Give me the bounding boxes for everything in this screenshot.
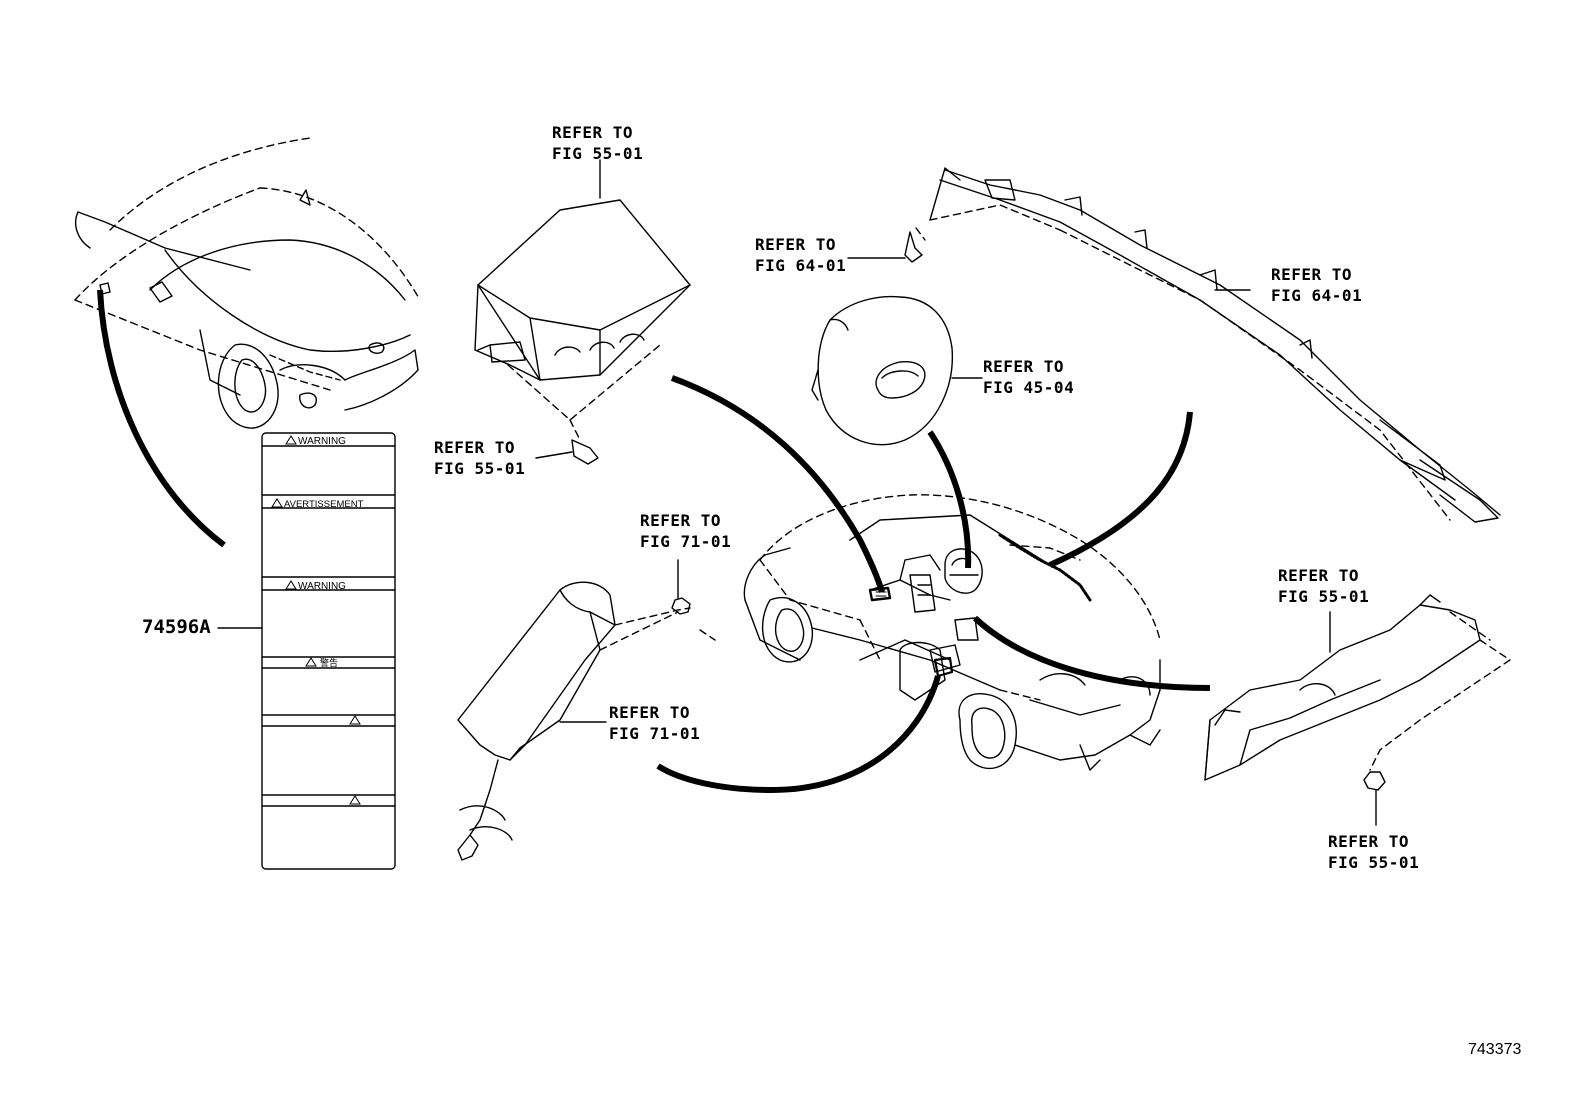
refer-ecu-top-line2: FIG 55-01	[552, 144, 644, 163]
refer-side-nut-line1: REFER TO	[640, 511, 722, 530]
knee-airbag-assembly	[1204, 594, 1511, 826]
refer-steering-pad-line2: FIG 45-04	[983, 378, 1075, 397]
refer-ecu-top[interactable]: REFER TO FIG 55-01	[552, 122, 643, 164]
refer-curtain-bolt-line1: REFER TO	[755, 235, 837, 254]
caution-label-sheet	[217, 432, 396, 870]
callout-arcs	[97, 289, 1211, 794]
steering-wheel-pad	[811, 295, 983, 446]
refer-ecu-bolt-line1: REFER TO	[434, 438, 516, 457]
center-car-view	[699, 494, 1161, 771]
refer-curtain-airbag-line1: REFER TO	[1271, 265, 1353, 284]
curtain-shield-airbag	[847, 167, 1501, 523]
refer-curtain-airbag[interactable]: REFER TO FIG 64-01	[1271, 264, 1362, 306]
refer-knee-airbag[interactable]: REFER TO FIG 55-01	[1278, 565, 1369, 607]
front-seat-side-airbag	[457, 559, 691, 861]
refer-side-nut-line2: FIG 71-01	[640, 532, 732, 551]
label-section-1-text: WARNING	[298, 436, 346, 447]
airbag-sensor-assembly	[474, 159, 691, 465]
label-section-2-text: AVERTISSEMENT	[284, 499, 364, 510]
refer-steering-pad-line1: REFER TO	[983, 357, 1065, 376]
front-car-view	[74, 137, 421, 429]
refer-knee-nut[interactable]: REFER TO FIG 55-01	[1328, 831, 1419, 873]
refer-side-airbag-line1: REFER TO	[609, 703, 691, 722]
refer-side-nut[interactable]: REFER TO FIG 71-01	[640, 510, 731, 552]
refer-ecu-bolt-line2: FIG 55-01	[434, 459, 526, 478]
refer-knee-airbag-line2: FIG 55-01	[1278, 587, 1370, 606]
refer-side-airbag[interactable]: REFER TO FIG 71-01	[609, 702, 700, 744]
label-section-3-text: WARNING	[298, 581, 346, 592]
refer-steering-pad[interactable]: REFER TO FIG 45-04	[983, 356, 1074, 398]
refer-side-airbag-line2: FIG 71-01	[609, 724, 701, 743]
part-number-74596A[interactable]: 74596A	[142, 616, 211, 638]
refer-knee-nut-line1: REFER TO	[1328, 832, 1410, 851]
refer-ecu-top-line1: REFER TO	[552, 123, 634, 142]
figure-number: 743373	[1468, 1041, 1522, 1058]
refer-knee-nut-line2: FIG 55-01	[1328, 853, 1420, 872]
refer-knee-airbag-line1: REFER TO	[1278, 566, 1360, 585]
label-warning-icons	[271, 435, 361, 805]
label-section-4-text: 警告	[320, 657, 338, 668]
refer-curtain-bolt[interactable]: REFER TO FIG 64-01	[755, 234, 846, 276]
refer-curtain-airbag-line2: FIG 64-01	[1271, 286, 1363, 305]
refer-ecu-bolt[interactable]: REFER TO FIG 55-01	[434, 437, 525, 479]
refer-curtain-bolt-line2: FIG 64-01	[755, 256, 847, 275]
